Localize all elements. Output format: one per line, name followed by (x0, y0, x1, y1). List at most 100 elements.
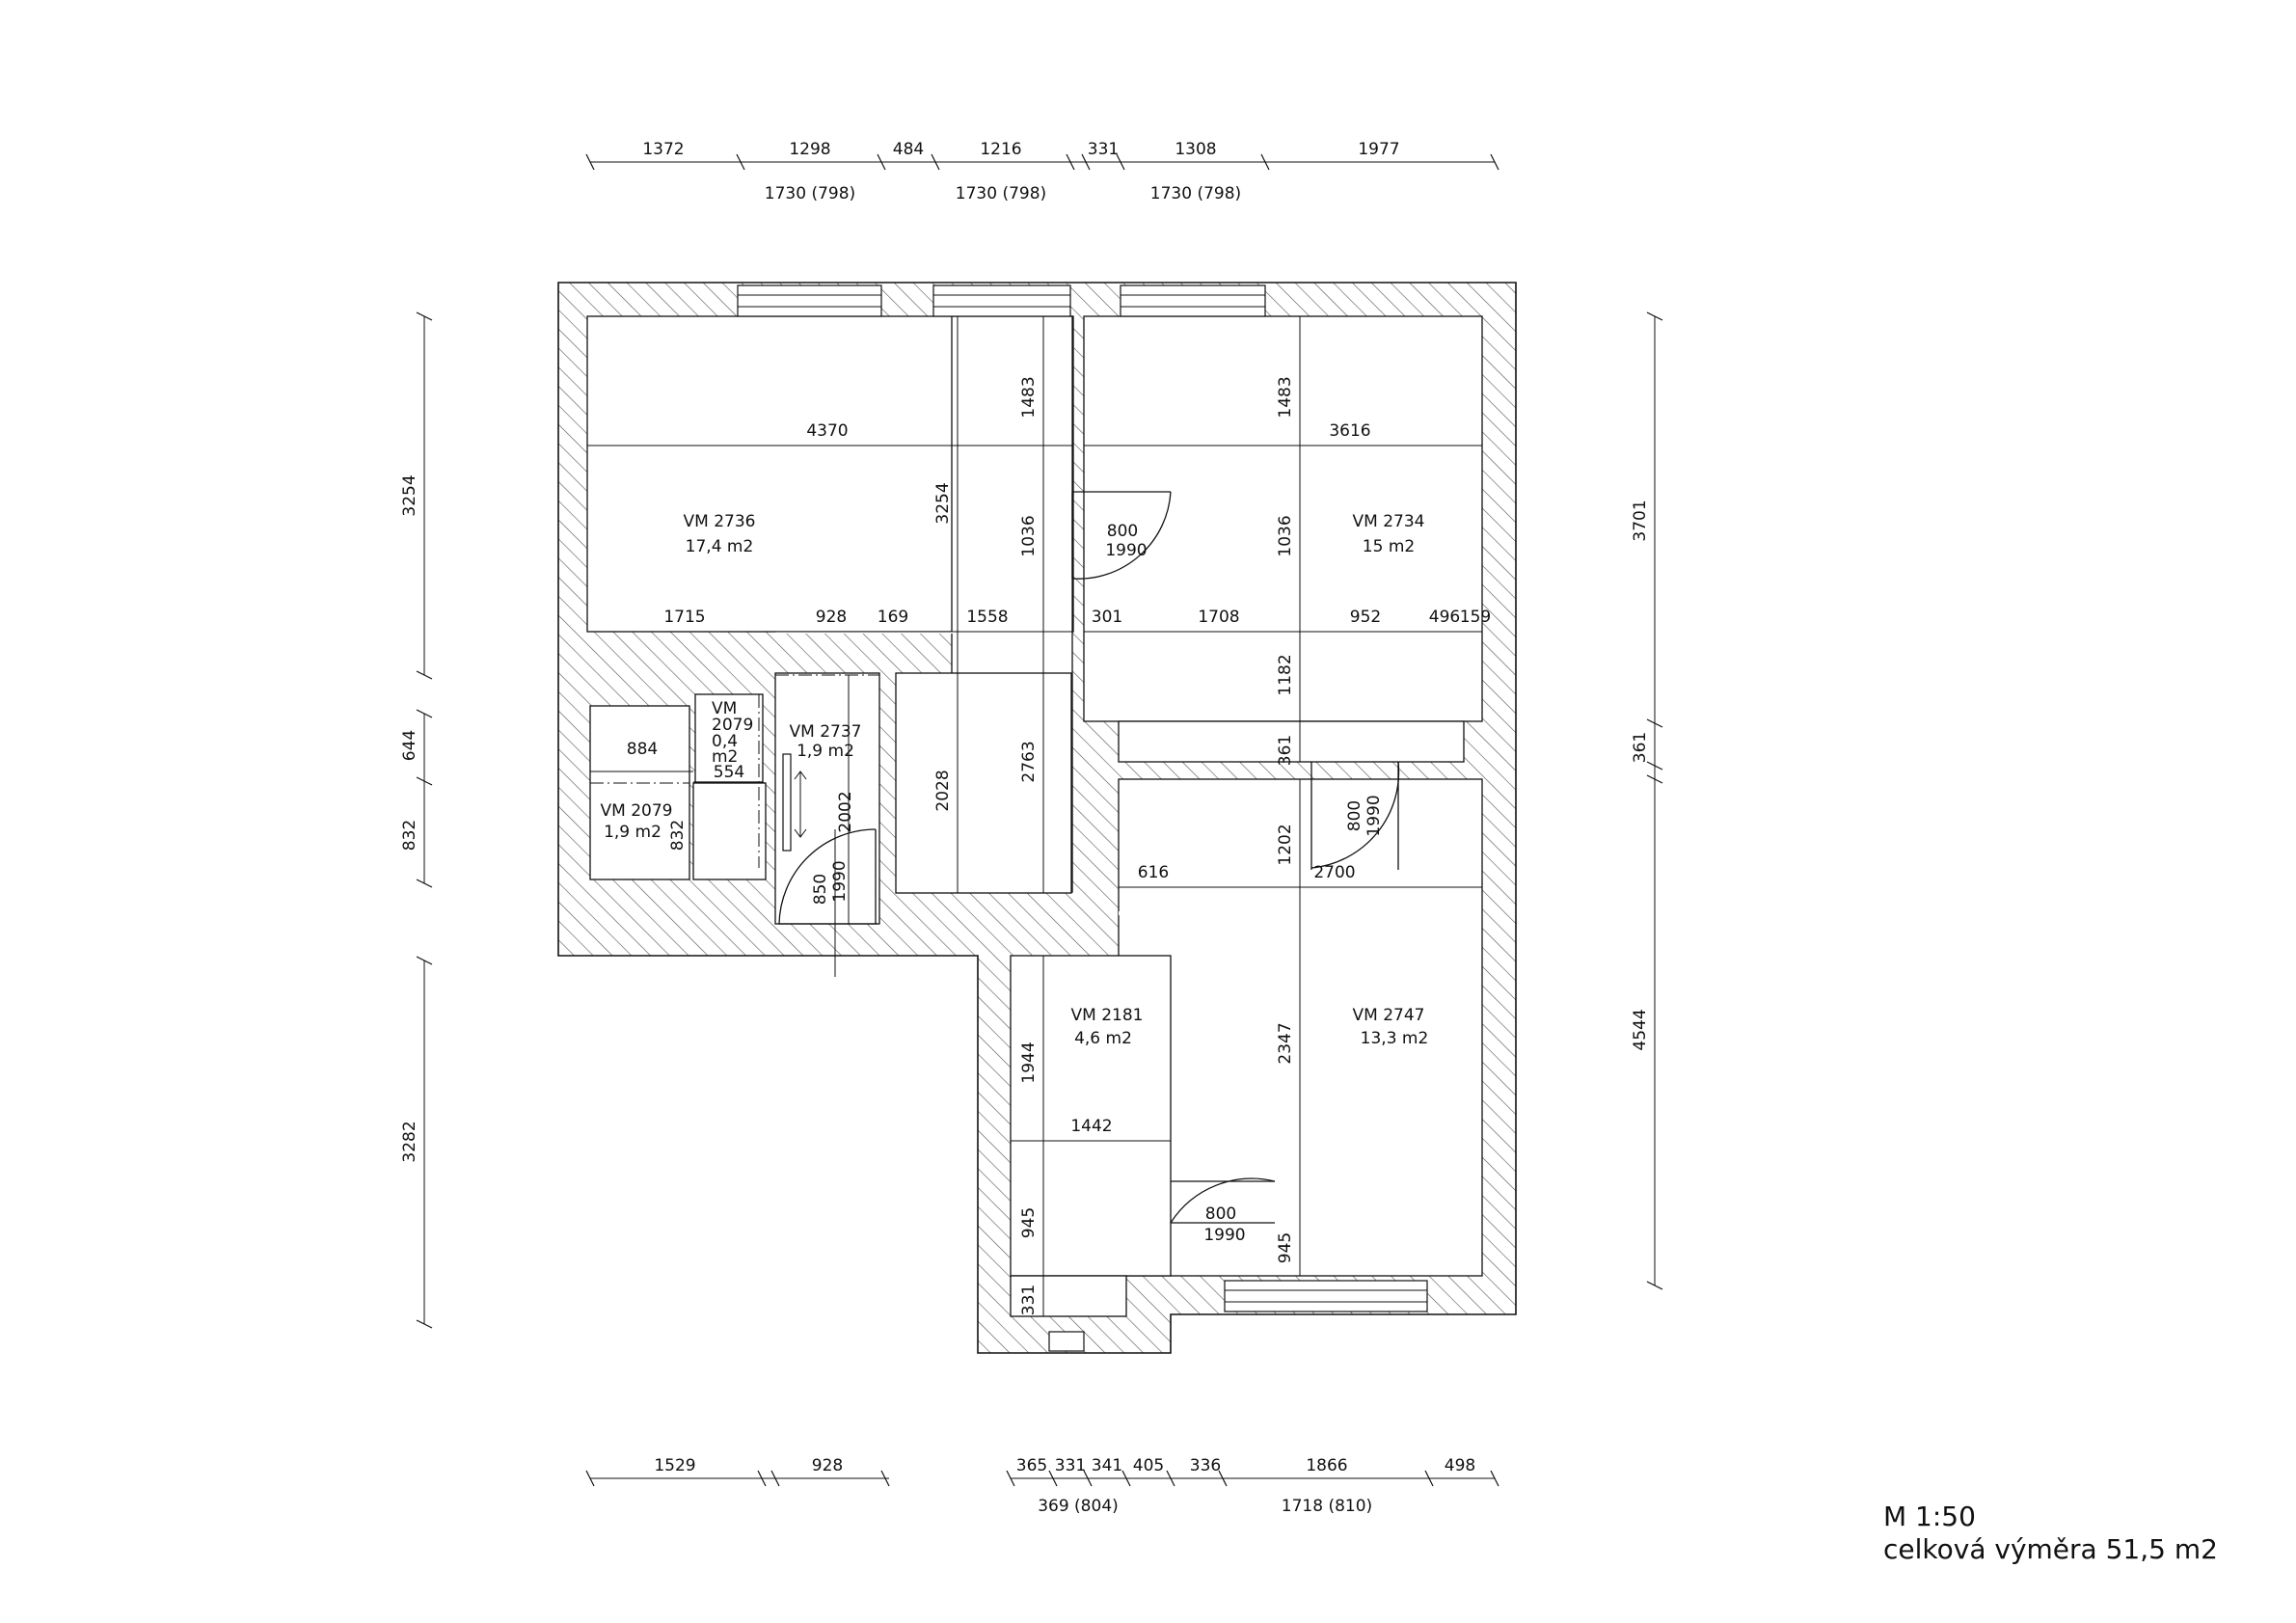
dim-bottom-8: 1866 (1306, 1456, 1347, 1475)
door-2-height: 1990 (1364, 795, 1384, 836)
window-4 (1224, 1280, 1428, 1312)
room-2737-area: 1,9 m2 (797, 742, 854, 761)
room-2737-id: VM 2737 (790, 722, 862, 742)
doors (778, 491, 1400, 1224)
room-2181-area: 4,6 m2 (1074, 1029, 1132, 1048)
dim-1036-right: 1036 (1276, 515, 1295, 556)
door-1-width: 800 (1107, 522, 1138, 541)
dim-945-left: 945 (1019, 1207, 1039, 1238)
scale-label: M 1:50 (1883, 1501, 1976, 1532)
room-2079b-line3: 0,4 (712, 732, 738, 751)
dim-361: 361 (1276, 735, 1295, 766)
dim-top-1: 1372 (642, 140, 684, 159)
dim-left-3: 832 (400, 820, 419, 851)
room-2734-area: 15 m2 (1363, 537, 1415, 556)
dim-554: 554 (714, 763, 744, 782)
dim-1715: 1715 (663, 608, 705, 627)
dim-1442: 1442 (1070, 1117, 1112, 1136)
dim-left-1: 3254 (400, 474, 419, 516)
dim-496: 496 (1429, 608, 1460, 627)
dim-2347: 2347 (1276, 1022, 1295, 1064)
room-2079b-line4: m2 (712, 747, 738, 767)
dim-top2-3: 1730 (798) (1150, 184, 1241, 203)
dim-4370: 4370 (806, 421, 848, 441)
dim-bottom-2: 928 (812, 1456, 843, 1475)
dim-884: 884 (627, 740, 658, 759)
window-2 (932, 284, 1071, 317)
dim-1483-right: 1483 (1276, 376, 1295, 418)
dim-bottom-1: 1529 (654, 1456, 695, 1475)
dim-1202: 1202 (1276, 824, 1295, 865)
dim-952: 952 (1350, 608, 1381, 627)
room-2079-b (694, 693, 764, 783)
window-5 (1048, 1331, 1085, 1352)
room-2736-area: 17,4 m2 (686, 537, 754, 556)
dim-1036-left: 1036 (1019, 515, 1039, 556)
dim-1558: 1558 (966, 608, 1008, 627)
dim-bottom2-1: 369 (804) (1038, 1497, 1119, 1516)
room-2747-id: VM 2747 (1353, 1006, 1425, 1025)
dim-301: 301 (1092, 608, 1122, 627)
dim-3616: 3616 (1329, 421, 1370, 441)
room-2079-c (692, 782, 767, 880)
walls (557, 282, 1517, 1354)
dim-top2-2: 1730 (798) (956, 184, 1046, 203)
dim-top-4: 1216 (980, 140, 1021, 159)
room-2079b-line2: 2079 (712, 716, 753, 735)
door-1-height: 1990 (1105, 541, 1147, 560)
dim-1708: 1708 (1198, 608, 1239, 627)
dim-right-1: 3701 (1631, 500, 1650, 541)
dim-3254-inner: 3254 (933, 482, 953, 524)
door-3-width: 850 (811, 874, 830, 905)
dim-2763: 2763 (1019, 741, 1039, 782)
room-2181-id: VM 2181 (1071, 1006, 1144, 1025)
door-4-height: 1990 (1203, 1226, 1245, 1245)
dim-2002: 2002 (836, 791, 855, 832)
room-2079-id: VM 2079 (601, 801, 673, 821)
dim-159: 159 (1460, 608, 1491, 627)
door-3-height: 1990 (830, 860, 850, 902)
dim-945-right: 945 (1276, 1232, 1295, 1263)
window-3 (1120, 284, 1266, 317)
dim-top-3: 484 (893, 140, 924, 159)
total-area-label: celková výměra 51,5 m2 (1883, 1533, 2218, 1565)
room-2181-bay (1010, 1275, 1127, 1317)
dim-left-4: 3282 (400, 1121, 419, 1162)
dim-bottom-5: 341 (1092, 1456, 1122, 1475)
room-2734-niche (1118, 720, 1465, 763)
corridor-lower (895, 672, 1072, 894)
room-2079b-line1: VM (712, 699, 737, 718)
dim-bottom-7: 336 (1190, 1456, 1221, 1475)
room-2747-area: 13,3 m2 (1361, 1029, 1429, 1048)
dim-right-2: 361 (1631, 732, 1650, 763)
windows (737, 284, 1428, 1352)
room-2736-id: VM 2736 (684, 512, 756, 531)
window-1 (737, 284, 882, 317)
room-2734-id: VM 2734 (1353, 512, 1425, 531)
dim-928: 928 (816, 608, 847, 627)
room-2079-a (589, 705, 690, 880)
room-2734 (1083, 315, 1483, 722)
dim-top-7: 1977 (1358, 140, 1399, 159)
door-2-width: 800 (1345, 800, 1364, 831)
dimension-lines (423, 161, 1656, 1479)
dim-616: 616 (1138, 863, 1169, 882)
dim-bottom2-2: 1718 (810) (1282, 1497, 1372, 1516)
door-4-width: 800 (1205, 1204, 1236, 1224)
room-labels: VM 2736 17,4 m2 VM 2734 15 m2 VM 2737 1,… (601, 512, 1429, 1048)
dim-2028: 2028 (933, 770, 953, 811)
dim-1944: 1944 (1019, 1041, 1039, 1083)
dim-top2-1: 1730 (798) (765, 184, 855, 203)
dimension-labels: 1372 1298 484 1216 331 1308 1977 1730 (7… (400, 140, 1650, 1516)
dim-top-6: 1308 (1175, 140, 1216, 159)
dimension-ticks (416, 153, 1663, 1487)
room-2079-area: 1,9 m2 (604, 823, 662, 842)
dim-832-inner: 832 (668, 820, 688, 851)
room-2737 (774, 672, 880, 925)
dim-169: 169 (878, 608, 908, 627)
dim-bottom-3: 365 (1016, 1456, 1047, 1475)
dim-bottom-9: 498 (1445, 1456, 1475, 1475)
dim-2700: 2700 (1313, 863, 1355, 882)
dim-right-3: 4544 (1631, 1009, 1650, 1050)
